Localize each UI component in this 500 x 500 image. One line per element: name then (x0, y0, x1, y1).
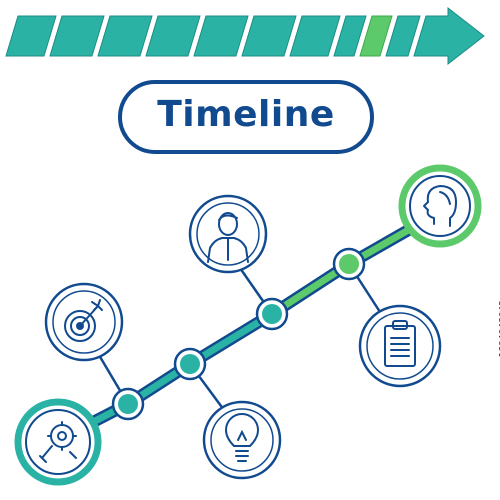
milestone-clipboard (358, 304, 442, 388)
arrow-segment-2 (49, 15, 105, 57)
milestone-head (398, 164, 482, 248)
arrow-segment-9-highlight (359, 15, 393, 57)
arrow-head (413, 6, 485, 66)
arrow-segment-10 (385, 15, 421, 57)
arrow-segment-7 (289, 15, 341, 57)
target-icon (64, 299, 103, 342)
timeline-node-4 (332, 247, 366, 281)
page-title: Timeline (157, 94, 335, 135)
timeline-node-2 (173, 347, 207, 381)
milestone-target (44, 282, 124, 362)
person-icon (207, 212, 249, 263)
milestone-person (188, 194, 268, 274)
bulb-gear-icon (39, 421, 77, 463)
arrow-segment-6 (241, 15, 297, 57)
milestone-bulb-gear (14, 398, 102, 486)
title-badge: Timeline (118, 80, 374, 154)
head-icon (423, 185, 457, 227)
timeline-node-1 (111, 387, 145, 421)
arrow-segment-3 (97, 15, 153, 57)
arrow-segment-5 (193, 15, 249, 57)
arrow-segment-8 (333, 15, 367, 57)
arrow-segment-1 (5, 15, 57, 57)
arrow-segment-4 (145, 15, 201, 57)
clipboard-icon (384, 320, 416, 367)
arrow-banner (5, 6, 485, 66)
timeline-node-3 (255, 297, 289, 331)
milestone-lightbulb (202, 400, 282, 480)
lightbulb-icon (224, 413, 260, 462)
